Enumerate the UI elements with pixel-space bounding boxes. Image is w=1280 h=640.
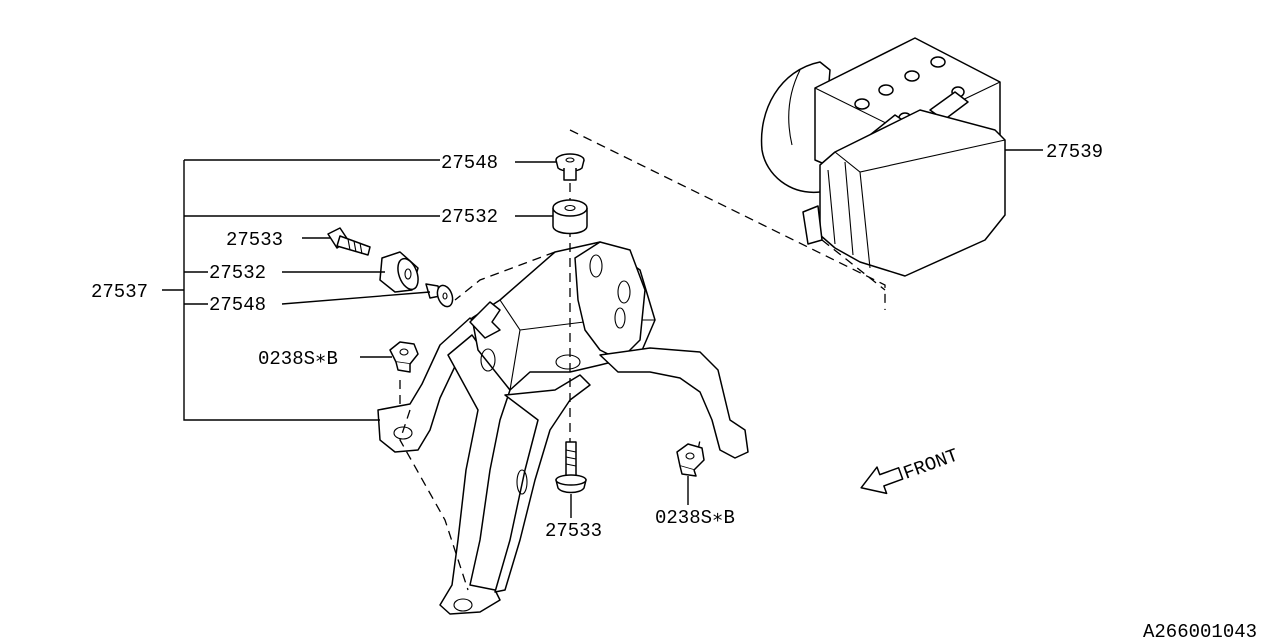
label-27533-bottom: 27533 [545, 520, 602, 542]
label-0238s-left: 0238S∗B [258, 348, 338, 370]
label-27532-side: 27532 [209, 262, 266, 284]
leader-lines [162, 149, 1043, 518]
label-27548-side: 27548 [209, 294, 266, 316]
bushing-top [552, 199, 588, 235]
nut-right [676, 443, 705, 477]
label-27533-side: 27533 [226, 229, 283, 251]
abs-bracket [377, 241, 749, 615]
bolt-cap-top [555, 153, 585, 181]
front-label: FRONT [900, 444, 961, 484]
label-27539: 27539 [1046, 141, 1103, 163]
drawing-number: A266001043 [1143, 621, 1257, 640]
nut-left [389, 341, 419, 373]
bolt-bottom [555, 441, 587, 494]
abs-hydraulic-unit [760, 37, 1006, 277]
front-arrow-icon [860, 466, 904, 495]
label-27537: 27537 [91, 281, 148, 303]
label-27548-top: 27548 [441, 152, 498, 174]
bolt-cap-side [425, 283, 454, 308]
label-0238s-right: 0238S∗B [655, 507, 735, 529]
front-indicator: FRONT [860, 444, 961, 495]
bushing-side [379, 251, 419, 293]
bolt-side [327, 227, 371, 256]
label-27532-top: 27532 [441, 206, 498, 228]
